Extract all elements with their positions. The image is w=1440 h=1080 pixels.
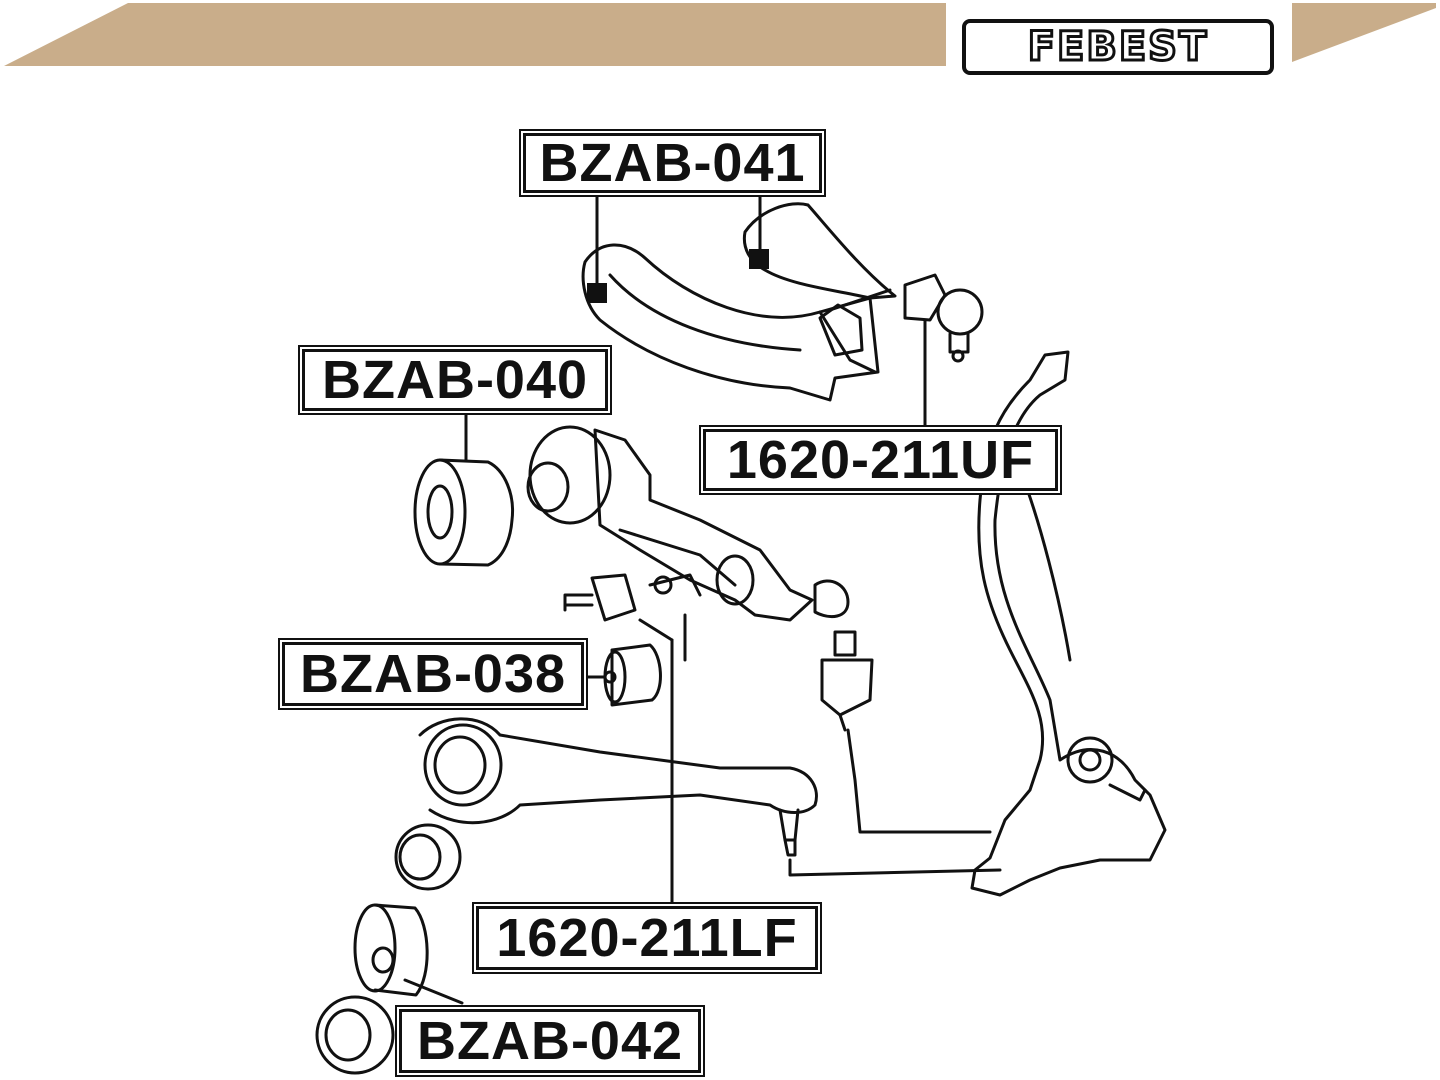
lf-ball-joint-drawing (563, 573, 874, 732)
strut-arm-drawing (418, 717, 818, 857)
leader-lines (403, 193, 1002, 1005)
lower-arm-drawing (526, 425, 850, 622)
label-bzab-042: BZAB-042 (399, 1009, 701, 1073)
bzab-042-bushing-drawing (315, 823, 462, 1075)
febest-logo: FEBEST (962, 19, 1274, 75)
upper-control-arm-drawing (581, 202, 897, 402)
label-bzab-040: BZAB-040 (302, 349, 608, 411)
label-1620-211lf: 1620-211LF (476, 906, 818, 970)
bzab-038-bushing-drawing (603, 643, 662, 707)
label-1620-211uf: 1620-211UF (703, 429, 1058, 491)
label-bzab-041: BZAB-041 (523, 133, 822, 193)
header-band-left (4, 3, 946, 66)
header-band-right (1292, 3, 1436, 62)
bzab-041-marker-right (749, 249, 769, 269)
bzab-040-bushing-drawing (413, 458, 515, 567)
bzab-041-marker-left (587, 283, 607, 303)
upper-ball-joint-drawing (903, 273, 984, 363)
logo-text: FEBEST (1026, 23, 1209, 72)
label-bzab-038: BZAB-038 (282, 642, 584, 706)
